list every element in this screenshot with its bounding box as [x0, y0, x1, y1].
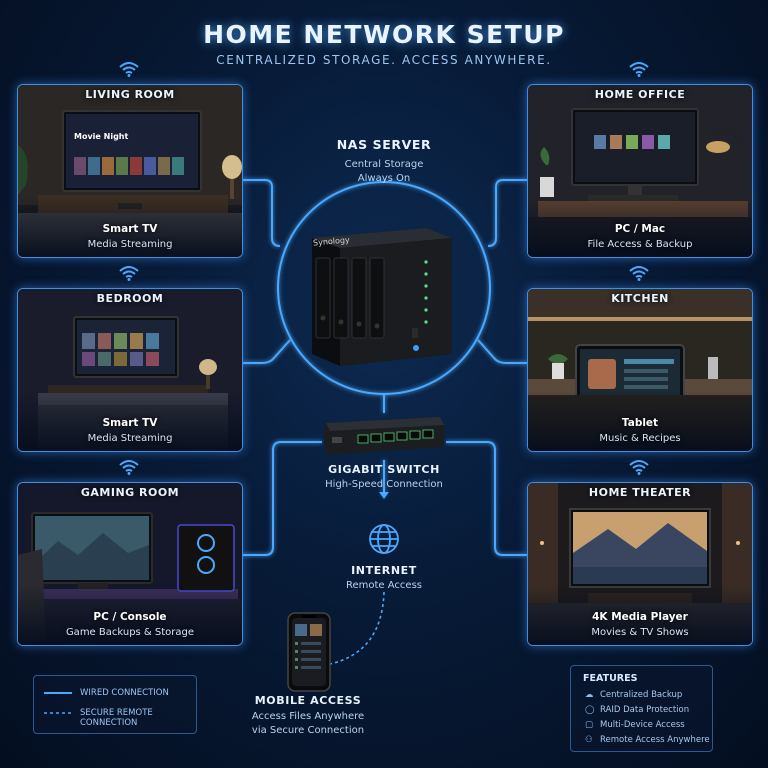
mobile-title: MOBILE ACCESS [254, 694, 362, 707]
mobile-line2: via Secure Connection [251, 725, 365, 736]
feature-item: ▢Multi-Device Access [585, 720, 685, 730]
legend-wired-label: WIRED CONNECTION [80, 688, 169, 698]
wifi-icon [119, 460, 139, 475]
feature-item: ☁Centralized Backup [585, 690, 683, 700]
wired-line-swatch [44, 692, 72, 694]
device-description: File Access & Backup [587, 239, 693, 250]
nas-title: NAS SERVER [336, 137, 432, 152]
features-panel: FEATURES ☁Centralized Backup ◯RAID Data … [570, 665, 713, 752]
device-name: PC / Console [93, 611, 167, 623]
link-gaming-room [241, 441, 322, 556]
internet-title: INTERNET [351, 564, 417, 577]
mobile-label: MOBILE ACCESS Access Files Anywhere via … [228, 694, 388, 738]
wifi-icon [119, 266, 139, 281]
internet-description: Remote Access [346, 580, 422, 591]
page-subtitle: CENTRALIZED STORAGE. ACCESS ANYWHERE. [216, 53, 552, 67]
smartphone-device[interactable] [287, 612, 331, 692]
nas-line1: Central Storage [344, 159, 424, 170]
room-title: GAMING ROOM [80, 486, 180, 499]
device-name: Smart TV [102, 223, 158, 235]
switch-description: High-Speed Connection [325, 479, 443, 490]
switch-label: GIGABIT SWITCH High-Speed Connection [304, 463, 464, 492]
backup-icon: ☁ [585, 690, 594, 700]
link-kitchen [477, 339, 527, 364]
room-title: HOME OFFICE [594, 88, 686, 101]
room-title: BEDROOM [96, 292, 164, 305]
link-home-theater [446, 441, 527, 556]
globe-icon [369, 524, 399, 554]
devices-icon: ▢ [585, 720, 594, 730]
mobile-line1: Access Files Anywhere [251, 711, 365, 722]
secure-line-swatch [44, 712, 72, 714]
nas-line2: Always On [357, 173, 411, 184]
device-description: Media Streaming [87, 239, 173, 250]
device-name: Tablet [621, 417, 659, 429]
legend: WIRED CONNECTION SECURE REMOTE CONNECTIO… [33, 675, 197, 734]
device-description: Music & Recipes [599, 433, 681, 444]
wifi-icon [119, 62, 139, 77]
card-bedroom[interactable]: BEDROOM Smart TV Media Streaming [17, 288, 243, 452]
link-home-office [487, 179, 527, 247]
room-title: HOME THEATER [588, 486, 692, 499]
card-home-theater[interactable]: HOME THEATER 4K Media Player Movies & TV… [527, 482, 753, 646]
link-internet-mobile [329, 591, 385, 665]
lock-icon: ⚇ [585, 735, 593, 745]
internet-label: INTERNET Remote Access [304, 564, 464, 593]
link-bedroom [241, 339, 291, 364]
page-title: HOME NETWORK SETUP [203, 20, 565, 49]
device-description: Media Streaming [87, 433, 173, 444]
legend-secure-label: SECURE REMOTE CONNECTION [80, 708, 153, 728]
wifi-icon [629, 460, 649, 475]
switch-title: GIGABIT SWITCH [328, 463, 440, 476]
wifi-icon [629, 266, 649, 281]
feature-item: ⚇Remote Access Anywhere [585, 735, 710, 745]
gigabit-switch-device[interactable] [322, 413, 446, 459]
shield-icon: ◯ [585, 705, 595, 715]
device-name: Smart TV [102, 417, 158, 429]
feature-item: ◯RAID Data Protection [585, 705, 690, 715]
link-living-room [241, 179, 281, 247]
features-heading: FEATURES [583, 673, 638, 684]
card-home-office[interactable]: HOME OFFICE PC / Mac File Access & Backu… [527, 84, 753, 258]
tv-screen-title: Movie Night [74, 132, 129, 141]
card-living-room[interactable]: Movie Night LIVING ROOM Smart TV Media S… [17, 84, 243, 258]
nas-server-device[interactable] [300, 218, 464, 370]
device-description: Game Backups & Storage [65, 627, 195, 638]
device-name: PC / Mac [614, 223, 666, 235]
card-gaming-room[interactable]: GAMING ROOM PC / Console Game Backups & … [17, 482, 243, 646]
nas-label: NAS SERVER Central Storage Always On [304, 137, 464, 186]
device-description: Movies & TV Shows [591, 627, 689, 638]
device-name: 4K Media Player [592, 611, 688, 623]
room-title: KITCHEN [611, 292, 669, 305]
room-title: LIVING ROOM [85, 88, 175, 101]
wifi-icon [629, 62, 649, 77]
card-kitchen[interactable]: KITCHEN Tablet Music & Recipes [527, 288, 753, 452]
